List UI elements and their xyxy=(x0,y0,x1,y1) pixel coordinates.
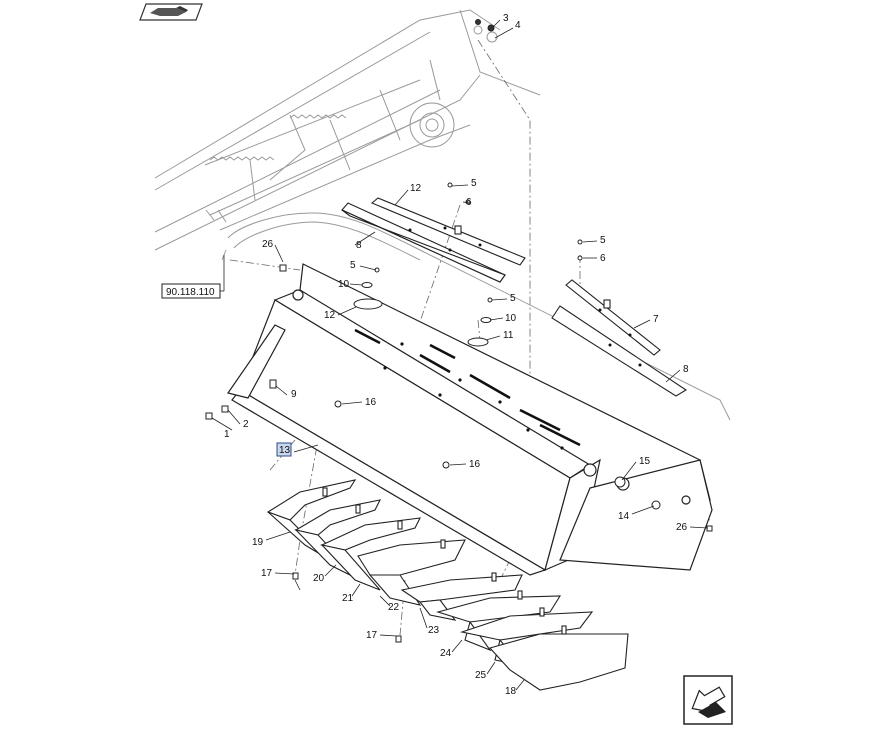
callout: 20 xyxy=(313,573,325,584)
callout: 26 xyxy=(262,239,274,250)
deflector-fins xyxy=(266,479,629,691)
highlighted-part-13[interactable]: 13 xyxy=(276,442,292,457)
callout: 5 xyxy=(510,293,516,304)
callout: 1 xyxy=(224,429,230,440)
callout: 15 xyxy=(639,456,651,467)
callout: 5 xyxy=(350,260,356,271)
callout: 25 xyxy=(475,670,487,681)
reference-code-box[interactable]: 90.118.110 xyxy=(161,255,225,299)
callout: 17 xyxy=(366,630,378,641)
callout: 26 xyxy=(676,522,688,533)
callout: 6 xyxy=(600,253,606,264)
callout: 24 xyxy=(440,648,452,659)
callout: 16 xyxy=(365,397,377,408)
callout: 10 xyxy=(505,313,517,324)
callout: 6 xyxy=(466,197,472,208)
callout-numbers: 3 4 12 5 6 8 26 5 10 12 5 10 11 5 6 7 8 … xyxy=(224,13,689,697)
callout: 5 xyxy=(600,235,606,246)
callout: 10 xyxy=(338,279,350,290)
callout: 7 xyxy=(653,314,659,325)
callout: 12 xyxy=(410,183,422,194)
grain-bin-part-13 xyxy=(227,263,713,576)
callout: 5 xyxy=(471,178,477,189)
highlighted-part-label: 13 xyxy=(279,445,291,456)
callout: 9 xyxy=(291,389,297,400)
callout: 4 xyxy=(515,20,521,31)
callout: 8 xyxy=(683,364,689,375)
combine-frame-background xyxy=(154,9,731,421)
callout: 17 xyxy=(261,568,273,579)
callout: 11 xyxy=(503,330,514,341)
upper-plates-7-8 xyxy=(341,197,688,397)
next-page-arrow-icon[interactable] xyxy=(683,675,733,725)
callout: 2 xyxy=(243,419,249,430)
callout: 18 xyxy=(505,686,517,697)
reference-code-label: 90.118.110 xyxy=(166,287,215,298)
callout: 21 xyxy=(342,593,354,604)
callout: 19 xyxy=(252,537,264,548)
book-icon[interactable] xyxy=(139,3,203,21)
callout: 12 xyxy=(324,310,336,321)
callout: 8 xyxy=(356,240,362,251)
callout: 22 xyxy=(388,602,400,613)
callout: 16 xyxy=(469,459,481,470)
callout: 23 xyxy=(428,625,440,636)
leader-lines xyxy=(211,19,709,691)
callout: 3 xyxy=(503,13,509,24)
callout: 14 xyxy=(618,511,630,522)
